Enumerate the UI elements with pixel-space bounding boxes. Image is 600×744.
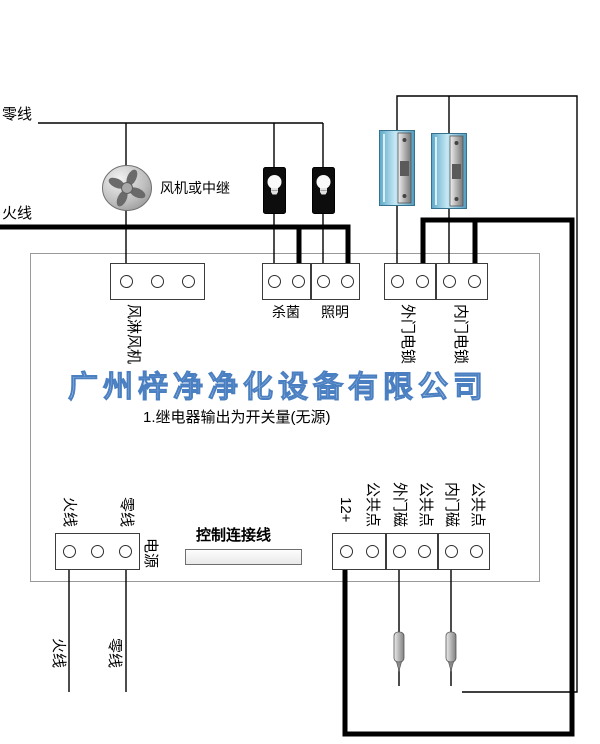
- outer-door-sensor-icon: [392, 631, 406, 673]
- terminal-point: [443, 275, 456, 288]
- terminal-point: [118, 545, 132, 558]
- terminal-point: [365, 545, 379, 558]
- terminal-point: [445, 545, 458, 558]
- lighting-terminal-block: [311, 263, 360, 300]
- terminal-point: [418, 545, 431, 558]
- terminal-point: [182, 275, 195, 288]
- uv-lamp-icon: [263, 167, 286, 214]
- terminal-point: [340, 275, 354, 288]
- sterilizer-terminal-block: [262, 263, 311, 300]
- signal-label-inner-magnet: 内门磁: [443, 482, 460, 528]
- power-terminal-block: [55, 533, 140, 570]
- live-wire-bottom-label: 火线: [50, 638, 67, 669]
- company-watermark: 广州梓净净化设备有限公司: [68, 371, 488, 405]
- fan-terminal-label: 风淋风机: [125, 304, 142, 365]
- signal-label-outer-magnet: 外门磁: [391, 482, 408, 528]
- terminal-point: [151, 275, 164, 288]
- terminal-point: [317, 275, 331, 288]
- inner-sensor-terminal-block: [438, 533, 490, 570]
- terminal-point: [90, 545, 104, 558]
- terminal-point: [268, 275, 282, 288]
- terminal-point: [120, 275, 133, 288]
- outer-electric-lock-icon: [379, 130, 415, 206]
- fan-icon: [101, 164, 153, 212]
- live-wire-label: 火线: [2, 205, 33, 222]
- terminal-point: [416, 275, 429, 288]
- signal-label-common-3: 公共点: [469, 482, 486, 528]
- terminal-point: [468, 275, 481, 288]
- inner-electric-lock-icon: [431, 133, 467, 209]
- fan-label: 风机或中继: [160, 180, 230, 196]
- terminal-point: [63, 545, 77, 558]
- inner-lock-terminal-block: [436, 263, 488, 300]
- control-cable-label: 控制连接线: [196, 527, 272, 544]
- outer-sensor-terminal-block: [386, 533, 438, 570]
- control-cable-connector: [185, 549, 302, 565]
- signal-label-common-1: 公共点: [364, 482, 381, 528]
- twelve-volt-terminal-block: [332, 533, 386, 570]
- outer-lock-terminal-block: [384, 263, 436, 300]
- inner-door-sensor-icon: [444, 631, 458, 673]
- outer-lock-label: 外门电锁: [399, 304, 416, 365]
- terminal-point: [391, 275, 404, 288]
- neutral-wire-bottom-label: 零线: [106, 638, 123, 669]
- neutral-wire-label: 零线: [2, 106, 33, 123]
- controller-board-outline: [30, 253, 540, 582]
- fan-output-terminal-block: [110, 263, 205, 300]
- power-supply-label: 电源: [142, 538, 159, 569]
- sterilizer-label: 杀菌: [272, 304, 300, 320]
- terminal-point: [470, 545, 483, 558]
- signal-label-common-2: 公共点: [417, 482, 434, 528]
- power-neutral-label: 零线: [118, 497, 135, 528]
- inner-lock-label: 内门电锁: [452, 304, 469, 365]
- lighting-lamp-icon: [312, 167, 335, 214]
- terminal-point: [339, 545, 353, 558]
- power-live-label: 火线: [61, 497, 78, 528]
- relay-note: 1.继电器输出为开关量(无源): [143, 409, 331, 426]
- terminal-point: [393, 545, 406, 558]
- lighting-label: 照明: [321, 304, 349, 320]
- signal-label-12v: 12+: [337, 497, 354, 523]
- terminal-point: [291, 275, 305, 288]
